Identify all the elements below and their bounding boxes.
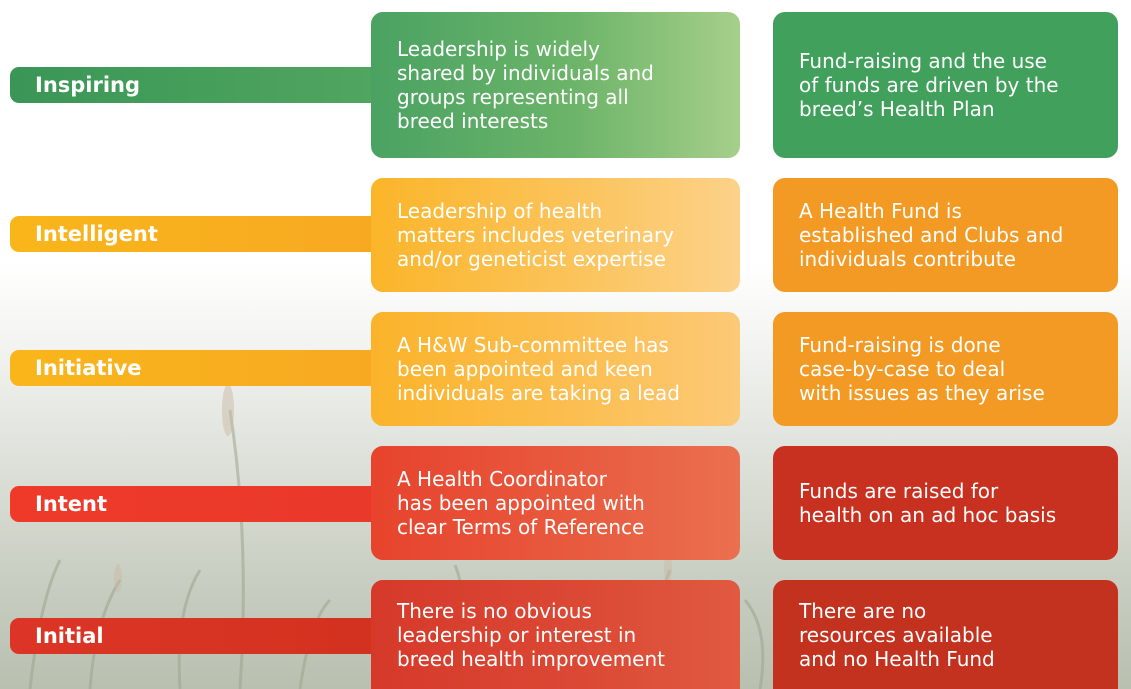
funding-line: health on an ad hoc basis bbox=[799, 503, 1057, 527]
leadership-line: A Health Coordinator bbox=[397, 467, 607, 491]
level-row-initiative: Initiative A H&W Sub-committee has been … bbox=[0, 312, 1131, 426]
leadership-box: Leadership of health matters includes ve… bbox=[371, 178, 740, 292]
leadership-line: individuals are taking a lead bbox=[397, 381, 680, 405]
level-label: Initiative bbox=[10, 350, 396, 386]
leadership-line: has been appointed with bbox=[397, 491, 645, 515]
leadership-box: A H&W Sub-committee has been appointed a… bbox=[371, 312, 740, 426]
leadership-line: shared by individuals and bbox=[397, 61, 654, 85]
leadership-line: groups representing all bbox=[397, 85, 629, 109]
funding-line: and no Health Fund bbox=[799, 646, 995, 671]
funding-line: Fund-raising is done bbox=[799, 333, 1001, 357]
leadership-line: matters includes veterinary bbox=[397, 223, 675, 247]
funding-box: Funds are raised for health on an ad hoc… bbox=[773, 446, 1118, 560]
leadership-line: breed health improvement bbox=[397, 646, 666, 671]
leadership-line: Leadership is widely bbox=[397, 37, 600, 61]
funding-line: A Health Fund is bbox=[799, 199, 962, 223]
funding-line: resources available bbox=[799, 622, 993, 647]
funding-line: with issues as they arise bbox=[799, 381, 1045, 405]
funding-line: established and Clubs and bbox=[799, 223, 1064, 247]
funding-box: Fund-raising and the use of funds are dr… bbox=[773, 12, 1118, 158]
funding-line: Fund-raising and the use bbox=[799, 49, 1047, 73]
funding-line: individuals contribute bbox=[799, 247, 1016, 271]
funding-line: of funds are driven by the bbox=[799, 73, 1059, 97]
leadership-line: clear Terms of Reference bbox=[397, 515, 645, 539]
funding-box: Fund-raising is done case-by-case to dea… bbox=[773, 312, 1118, 426]
funding-box: A Health Fund is established and Clubs a… bbox=[773, 178, 1118, 292]
leadership-line: leadership or interest in bbox=[397, 622, 637, 647]
funding-box: There are no resources available and no … bbox=[773, 580, 1118, 689]
level-label: Intent bbox=[10, 486, 396, 522]
level-label: Initial bbox=[10, 618, 396, 654]
level-row-intent: Intent A Health Coordinator has been app… bbox=[0, 446, 1131, 560]
level-row-inspiring: Inspiring Leadership is widely shared by… bbox=[0, 12, 1131, 158]
leadership-line: A H&W Sub-committee has bbox=[397, 333, 669, 357]
funding-line: There are no bbox=[799, 598, 927, 623]
funding-line: Funds are raised for bbox=[799, 479, 999, 503]
leadership-line: There is no obvious bbox=[397, 598, 592, 623]
leadership-line: been appointed and keen bbox=[397, 357, 653, 381]
level-row-intelligent: Intelligent Leadership of health matters… bbox=[0, 178, 1131, 292]
leadership-line: and/or geneticist expertise bbox=[397, 247, 666, 271]
leadership-line: breed interests bbox=[397, 109, 549, 133]
leadership-box: There is no obvious leadership or intere… bbox=[371, 580, 740, 689]
funding-line: breed’s Health Plan bbox=[799, 97, 995, 121]
level-label: Intelligent bbox=[10, 216, 396, 252]
leadership-line: Leadership of health bbox=[397, 199, 603, 223]
level-row-initial: Initial There is no obvious leadership o… bbox=[0, 580, 1131, 689]
leadership-box: Leadership is widely shared by individua… bbox=[371, 12, 740, 158]
funding-line: case-by-case to deal bbox=[799, 357, 1006, 381]
leadership-box: A Health Coordinator has been appointed … bbox=[371, 446, 740, 560]
level-label: Inspiring bbox=[10, 67, 396, 103]
